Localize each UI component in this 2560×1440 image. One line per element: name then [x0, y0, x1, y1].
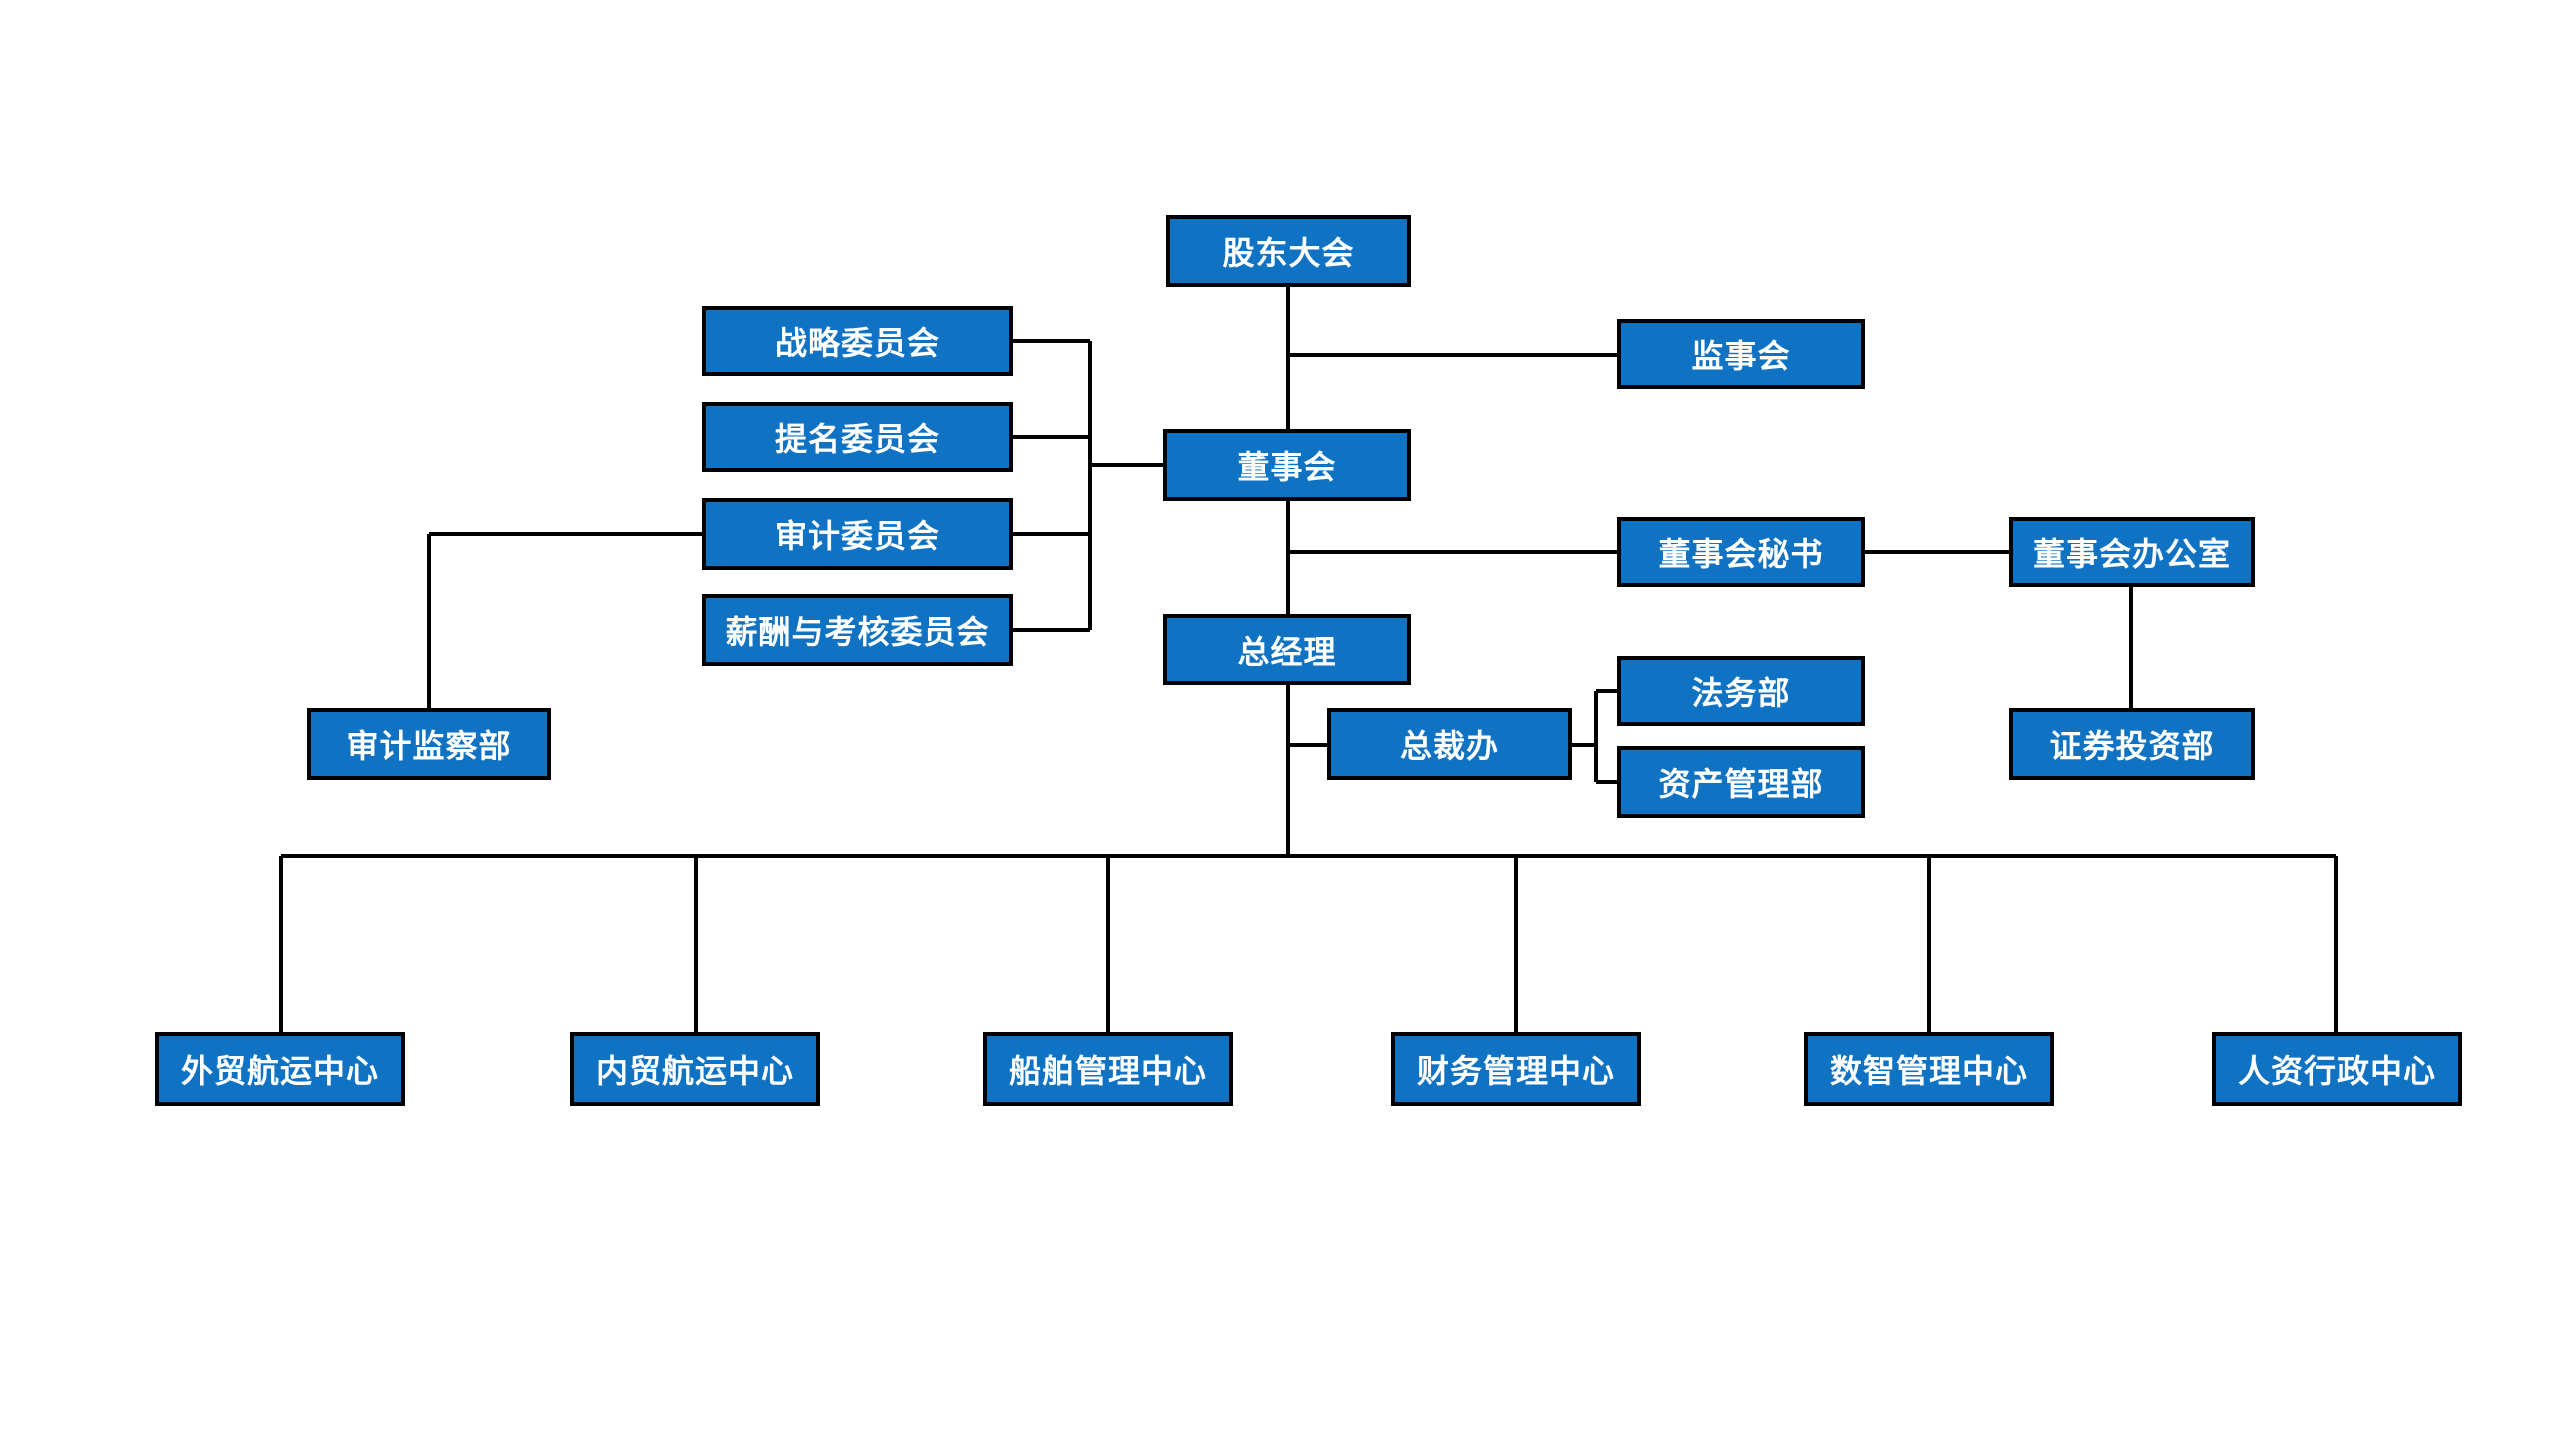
node-ship-management-center: 船舶管理中心: [983, 1032, 1233, 1106]
node-general-manager: 总经理: [1163, 614, 1411, 685]
node-strategy-committee: 战略委员会: [702, 306, 1013, 376]
node-audit-committee: 审计委员会: [702, 498, 1013, 570]
node-digital-management-center: 数智管理中心: [1804, 1032, 2054, 1106]
node-foreign-trade-shipping-center: 外贸航运中心: [155, 1032, 405, 1106]
node-board-secretary: 董事会秘书: [1617, 517, 1865, 587]
node-audit-supervision-dept: 审计监察部: [307, 708, 551, 780]
node-asset-mgmt-dept: 资产管理部: [1617, 746, 1865, 818]
node-supervisory-board: 监事会: [1617, 319, 1865, 389]
node-board-office: 董事会办公室: [2009, 517, 2255, 587]
node-legal-dept: 法务部: [1617, 656, 1865, 726]
node-domestic-trade-shipping-center: 内贸航运中心: [570, 1032, 820, 1106]
node-securities-investment-dept: 证券投资部: [2009, 708, 2255, 780]
node-hr-admin-center: 人资行政中心: [2212, 1032, 2462, 1106]
node-finance-management-center: 财务管理中心: [1391, 1032, 1641, 1106]
node-compensation-committee: 薪酬与考核委员会: [702, 594, 1013, 666]
node-nomination-committee: 提名委员会: [702, 402, 1013, 472]
node-shareholders-meeting: 股东大会: [1166, 215, 1411, 287]
node-board-of-directors: 董事会: [1163, 429, 1411, 501]
node-president-office: 总裁办: [1327, 708, 1572, 780]
